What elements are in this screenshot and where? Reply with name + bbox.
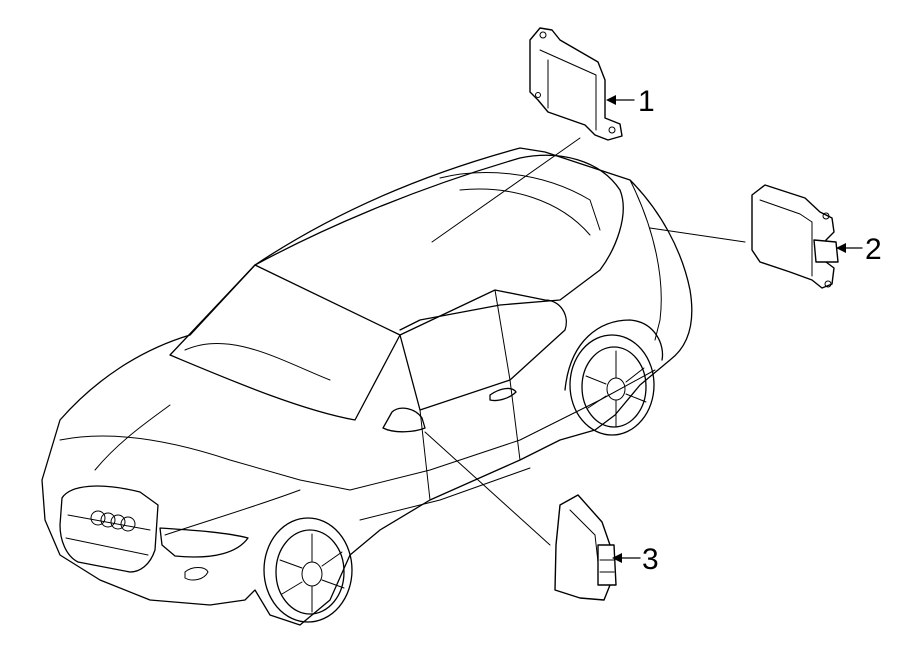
part-1-module [529, 27, 623, 141]
callout-1: 1 [606, 85, 655, 118]
callout-1-label: 1 [638, 85, 655, 118]
callout-2: 2 [836, 233, 882, 266]
part-3-module [554, 494, 617, 601]
part-2-module [751, 184, 839, 289]
car-illustration [41, 147, 693, 626]
callout-3: 3 [612, 543, 659, 576]
callout-3-label: 3 [642, 543, 659, 576]
callout-2-label: 2 [865, 233, 882, 266]
leader-lines [424, 137, 746, 546]
